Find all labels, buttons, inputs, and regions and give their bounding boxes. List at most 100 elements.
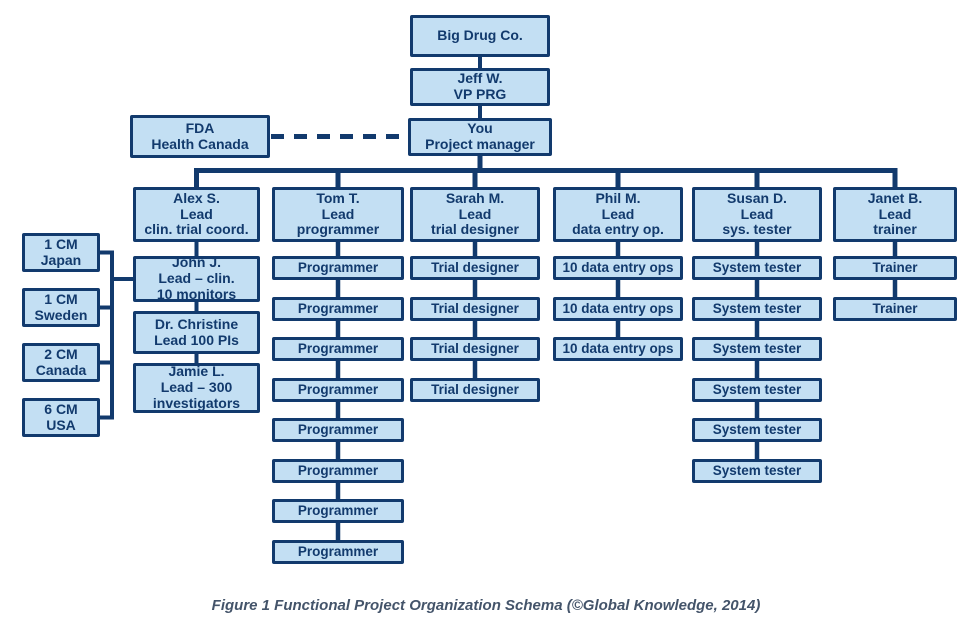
box-label: Jeff W.	[457, 70, 503, 87]
figure-caption: Figure 1 Functional Project Organization…	[211, 597, 761, 614]
box-label: System tester	[712, 381, 802, 397]
box-label: programmer	[296, 221, 380, 238]
org-box-programmer-5: Programmer	[272, 418, 404, 442]
box-label: investigators	[152, 394, 241, 411]
box-label: 10 monitors	[156, 285, 237, 302]
box-label: 1 CM	[44, 235, 78, 252]
org-box-trial-designer-1: Trial designer	[410, 256, 540, 280]
box-label: System tester	[712, 422, 802, 438]
box-label: System tester	[712, 260, 802, 276]
box-label: Lead	[321, 205, 355, 222]
box-label: Lead – 300	[160, 379, 233, 396]
org-box-system-tester-4: System tester	[692, 377, 822, 402]
box-label: Trainer	[872, 260, 918, 276]
box-label: 2 CM	[44, 345, 78, 362]
box-label: You	[467, 120, 493, 137]
box-label: Dr. Christine	[154, 315, 239, 332]
org-box-system-tester-3: System tester	[692, 337, 822, 361]
box-label: clin. trial coord.	[144, 221, 249, 238]
org-box-big-drug: Big Drug Co.	[410, 15, 550, 57]
box-label: VP PRG	[453, 86, 507, 102]
box-label: 6 CM	[44, 400, 78, 417]
box-label: System tester	[712, 462, 802, 478]
box-label: Lead	[458, 205, 492, 222]
box-label: Project manager	[425, 136, 535, 152]
box-label: Janet B.	[867, 189, 923, 206]
box-label: Japan	[40, 251, 82, 268]
box-label: Alex S.	[173, 189, 220, 206]
box-label: John J.	[171, 254, 221, 271]
box-label: Programmer	[297, 422, 379, 438]
box-label: USA	[46, 416, 76, 433]
box-label: 10 data entry ops	[562, 300, 674, 316]
box-label: trainer	[873, 221, 917, 238]
box-label: 10 data entry ops	[562, 341, 674, 357]
box-label: Programmer	[297, 543, 379, 559]
org-box-system-tester-5: System tester	[692, 418, 822, 442]
box-label: Programmer	[297, 260, 379, 276]
box-label: Jamie L.	[168, 363, 225, 380]
box-label: System tester	[712, 300, 802, 316]
box-label: Lead	[878, 205, 912, 222]
box-label: Trial designer	[431, 260, 519, 276]
org-box-trainer-2: Trainer	[833, 296, 957, 321]
org-box-system-tester-6: System tester	[692, 458, 822, 483]
box-label: Health Canada	[151, 135, 249, 152]
box-label: Susan D.	[727, 189, 787, 206]
box-label: Programmer	[297, 341, 379, 357]
box-label: sys. tester	[722, 221, 792, 238]
org-box-system-tester-1: System tester	[692, 256, 822, 280]
box-label: Canada	[35, 361, 87, 378]
org-box-data-entry-1: 10 data entry ops	[553, 256, 683, 280]
org-box-programmer-2: Programmer	[272, 296, 404, 321]
box-label: FDA	[185, 119, 215, 136]
box-label: data entry op.	[572, 221, 664, 238]
org-box-programmer-3: Programmer	[272, 337, 404, 361]
org-box-programmer-7: Programmer	[272, 499, 404, 523]
box-label: 10 data entry ops	[562, 260, 674, 276]
box-label: Trainer	[872, 300, 918, 316]
box-label: Lead	[601, 205, 635, 222]
box-label: Sweden	[34, 306, 88, 323]
org-box-john: John J.Lead – clin.10 monitors	[133, 254, 260, 302]
org-box-trial-designer-3: Trial designer	[410, 337, 540, 361]
org-box-programmer-8: Programmer	[272, 539, 404, 564]
box-label: Trial designer	[431, 300, 519, 316]
box-label: Lead – clin.	[158, 270, 235, 287]
box-label: Trial designer	[431, 341, 519, 357]
box-label: Programmer	[297, 503, 379, 519]
box-label: Phil M.	[595, 189, 641, 206]
org-box-trial-designer-4: Trial designer	[410, 377, 540, 402]
org-box-trainer-1: Trainer	[833, 256, 957, 280]
box-label: Big Drug Co.	[437, 27, 523, 44]
box-label: Lead	[180, 205, 213, 222]
org-box-system-tester-2: System tester	[692, 296, 822, 321]
org-box-programmer-4: Programmer	[272, 377, 404, 402]
org-box-vp: Jeff W.VP PRG	[410, 68, 550, 106]
box-label: Lead 100 PIs	[154, 331, 239, 348]
org-box-data-entry-2: 10 data entry ops	[553, 296, 683, 321]
box-label: Tom T.	[316, 189, 360, 206]
box-label: System tester	[712, 341, 802, 357]
box-label: 1 CM	[44, 290, 78, 307]
org-box-programmer-1: Programmer	[272, 256, 404, 280]
box-label: trial designer	[431, 221, 519, 238]
box-label: Programmer	[297, 462, 379, 478]
box-label: Trial designer	[431, 381, 519, 397]
box-label: Programmer	[297, 300, 379, 316]
box-label: Lead	[740, 205, 774, 222]
